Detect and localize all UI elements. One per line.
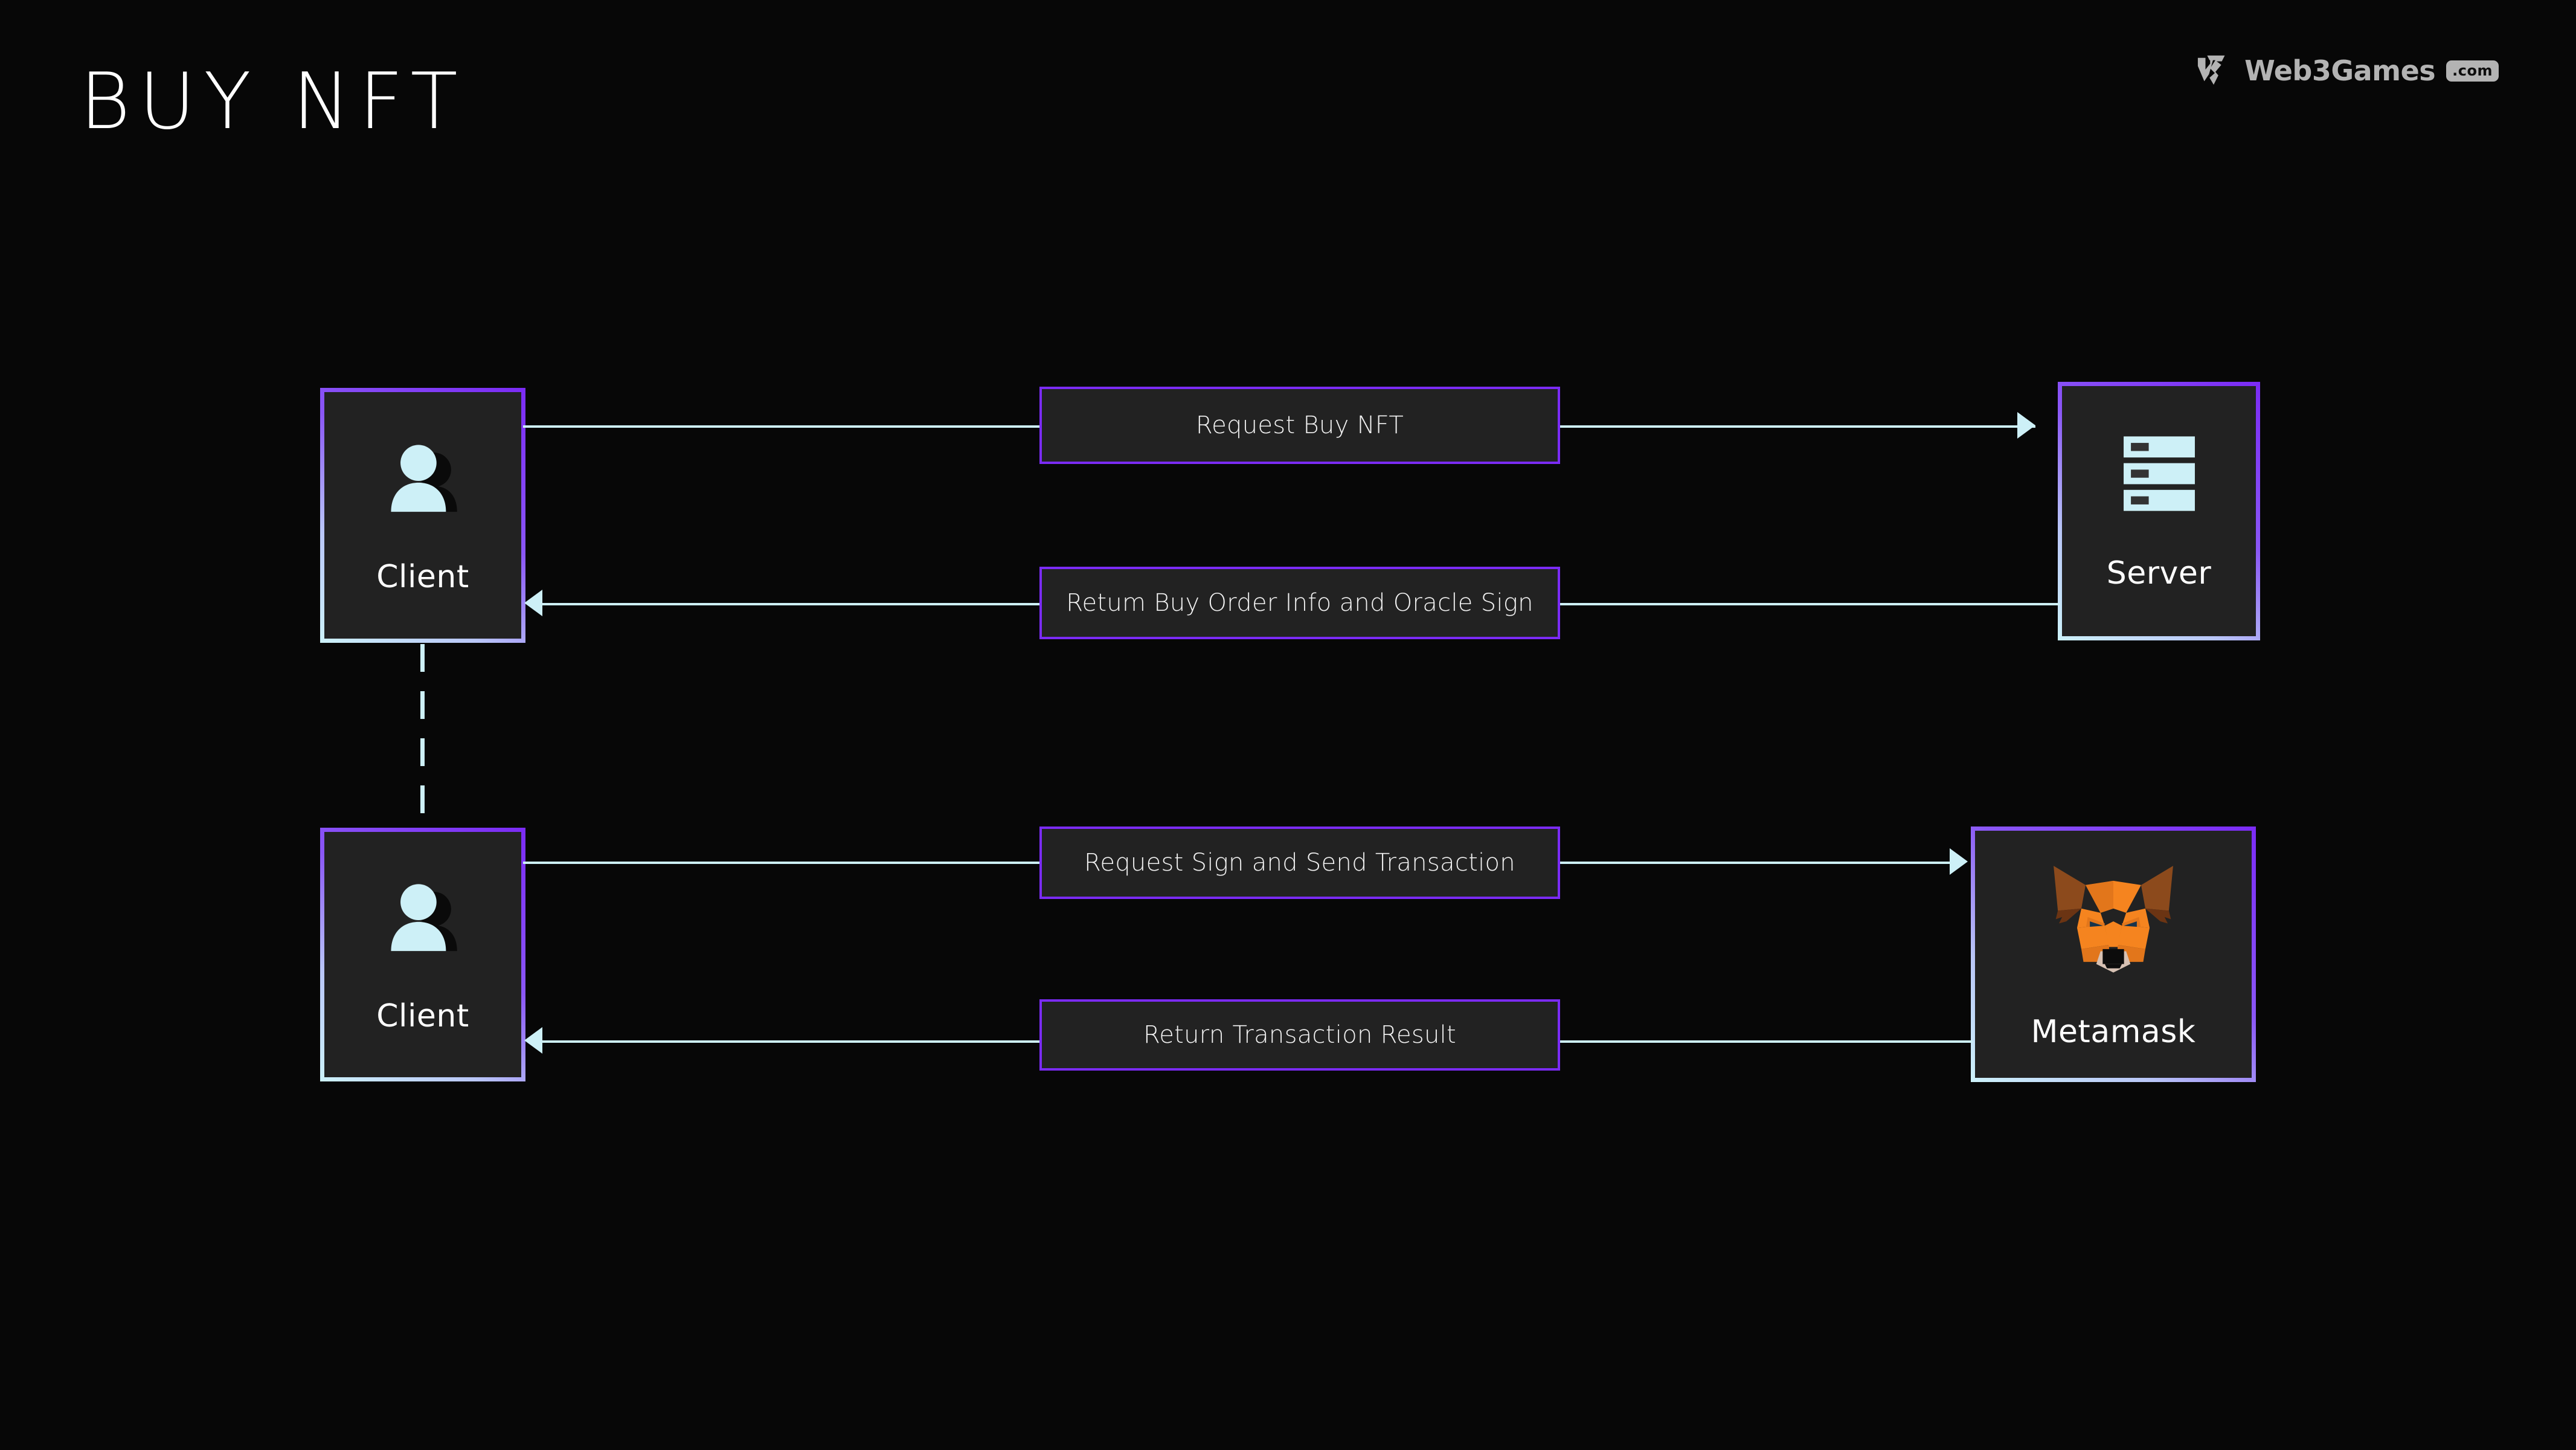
people-icon: [391, 884, 457, 952]
node-label-metamask: Metamask: [2031, 1013, 2196, 1050]
message-box-request-buy-nft[interactable]: Request Buy NFT: [1039, 387, 1560, 464]
message-label: Request Buy NFT: [1195, 411, 1404, 439]
arrow-head-to-client-top: [524, 590, 542, 616]
connector-line-return-tx-result-right: [1558, 1040, 1973, 1043]
metamask-fox-icon: [2054, 865, 2173, 973]
node-server[interactable]: Server: [2058, 382, 2260, 640]
page-title: BUY NFT: [80, 57, 466, 147]
connector-line-request-buy-nft-left: [523, 425, 1042, 428]
message-box-request-sign-send[interactable]: Request Sign and Send Transaction: [1039, 826, 1560, 899]
message-label: Request Sign and Send Transaction: [1084, 848, 1515, 877]
connector-line-return-order-info-right: [1558, 603, 2060, 605]
brand-tld-badge: .com: [2446, 60, 2499, 82]
node-client-top[interactable]: Client: [320, 388, 525, 643]
arrow-head-to-metamask: [1950, 848, 1968, 875]
client-lifeline-dashed-connector: [420, 644, 425, 828]
arrow-head-to-server: [2017, 412, 2035, 439]
message-label: Retum Buy Order Info and Oracle Sign: [1066, 588, 1534, 617]
message-box-return-order-info[interactable]: Retum Buy Order Info and Oracle Sign: [1039, 567, 1560, 639]
arrow-head-to-client-bottom: [524, 1027, 542, 1054]
people-icon: [391, 445, 457, 512]
connector-line-request-sign-send-right: [1558, 862, 1964, 864]
node-label-server: Server: [2106, 555, 2212, 591]
connector-line-request-sign-send-left: [523, 862, 1042, 864]
brand-logo: Web3Games .com: [2196, 52, 2499, 89]
message-box-return-transaction-result[interactable]: Return Transaction Result: [1039, 999, 1560, 1071]
brand-name: Web3Games: [2244, 54, 2436, 87]
connector-line-return-tx-result-left: [542, 1040, 1044, 1043]
server-rack-icon: [2123, 436, 2195, 511]
message-label: Return Transaction Result: [1143, 1020, 1457, 1049]
node-label-client-bottom: Client: [376, 998, 469, 1034]
node-label-client-top: Client: [376, 559, 469, 595]
connector-line-return-order-info-left: [542, 603, 1044, 605]
web3games-logo-icon: [2198, 55, 2225, 85]
node-metamask[interactable]: Metamask: [1971, 826, 2256, 1082]
node-client-bottom[interactable]: Client: [320, 828, 525, 1081]
connector-line-request-buy-nft-right: [1558, 425, 2035, 428]
